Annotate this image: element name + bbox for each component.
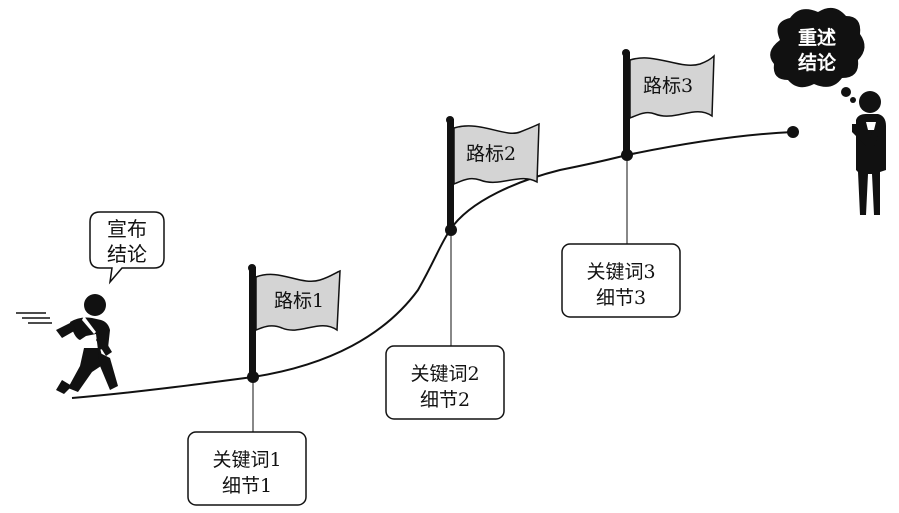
thought-dot-2 [850,97,856,103]
flag-label-1: 路标1 [274,290,324,312]
milestone-2: 路标2 关键词2 细节2 [385,116,540,420]
detail-2: 细节2 [420,389,470,411]
milestone-dot-1 [247,371,259,383]
flag-3 [629,54,715,120]
keyword-box-2 [385,345,505,420]
start-bubble-line2: 结论 [107,242,147,266]
detail-1: 细节1 [222,475,272,497]
end-cloud-line2: 结论 [798,51,837,74]
running-person-icon [16,294,118,394]
end-thought-cloud: 重述 结论 [770,7,865,103]
flag-2 [453,122,540,186]
thought-dot-1 [841,87,851,97]
flag-pole-top-1 [248,264,256,272]
thinking-person-icon [852,91,886,215]
thought-cloud-shape [770,7,865,88]
milestone-dot-3 [621,149,633,161]
keyword-box-3 [561,243,681,318]
end-cloud-line1: 重述 [798,27,836,49]
flag-pole-top-3 [622,49,630,57]
keyword-1: 关键词1 [212,449,281,471]
detail-3: 细节3 [596,287,646,309]
keyword-3: 关键词3 [586,261,655,283]
flag-1 [255,269,341,332]
milestone-dot-2 [445,224,457,236]
flag-pole-3 [623,52,630,155]
speech-bubble-shape [89,211,165,285]
flag-pole-2 [447,119,454,230]
start-bubble-line1: 宣布 [107,217,147,241]
milestone-1: 路标1 关键词1 细节1 [187,264,341,506]
path-end-dot [787,126,799,138]
flag-pole-top-2 [446,116,454,124]
start-speech-bubble: 宣布 结论 [89,211,165,285]
keyword-2: 关键词2 [410,363,479,385]
keyword-box-1 [187,431,307,506]
milestone-3: 路标3 关键词3 细节3 [561,49,715,318]
flag-pole-1 [249,267,256,377]
flag-label-3: 路标3 [643,75,693,97]
flag-label-2: 路标2 [466,143,516,165]
